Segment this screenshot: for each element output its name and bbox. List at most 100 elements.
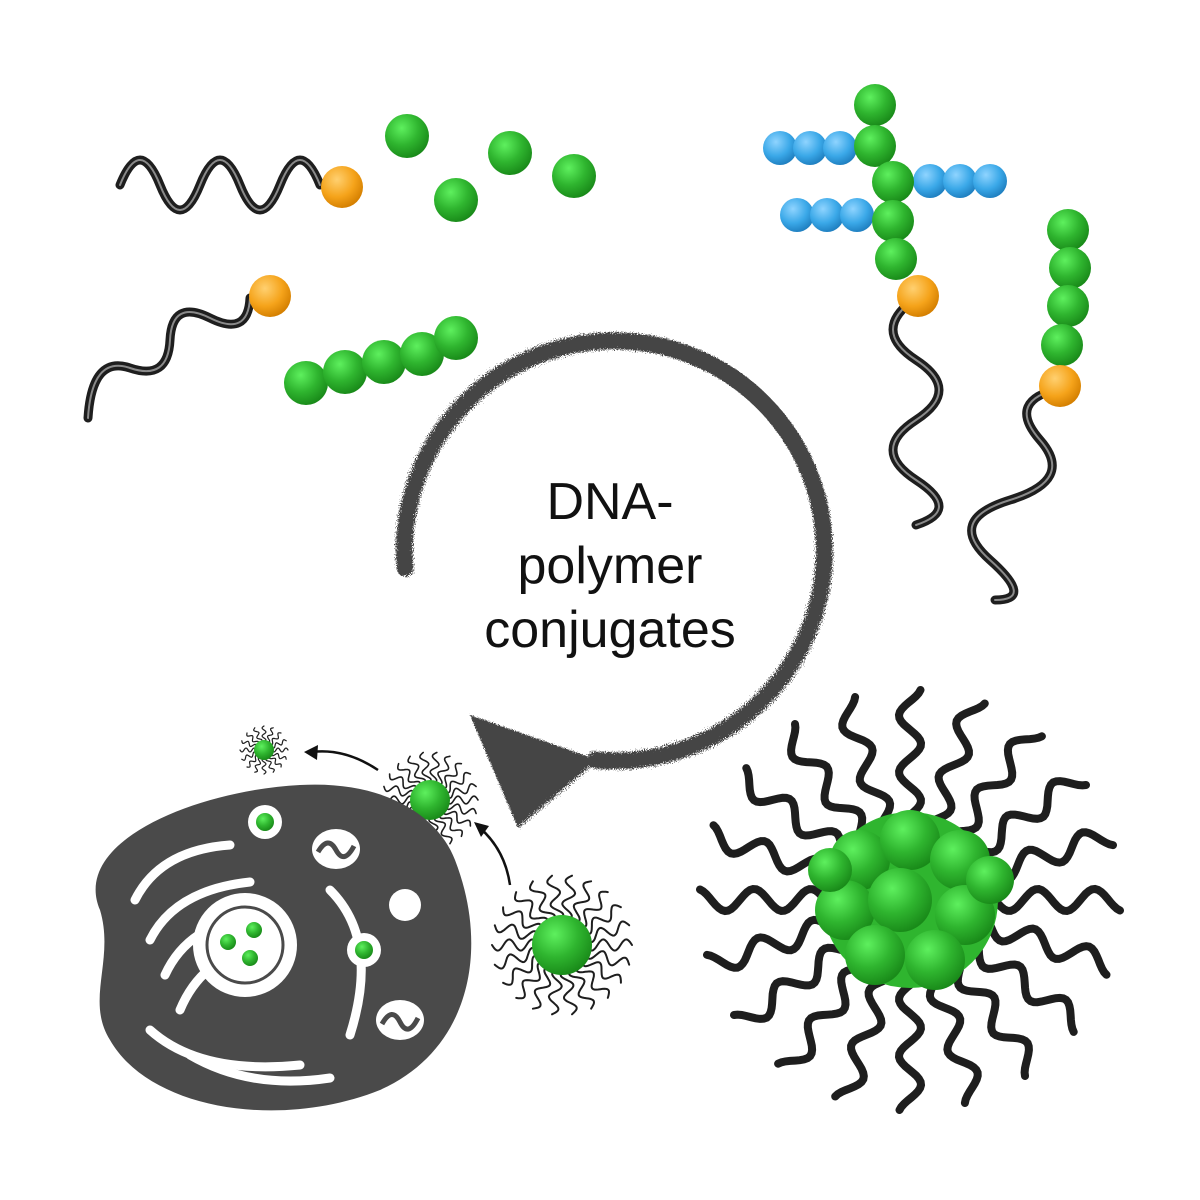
blue-side-chain-1 [763, 131, 857, 165]
cell-icon [95, 784, 472, 1111]
dna-strand-icon [491, 938, 539, 952]
dna-strand-icon [261, 725, 267, 743]
arrow-icon [311, 750, 379, 772]
dna-strand-icon [696, 884, 829, 916]
dna-strand-icon [442, 771, 472, 794]
green-sphere-icon [872, 200, 914, 242]
dna-strand-top-left [115, 155, 363, 215]
dna-strand-icon [584, 920, 631, 944]
dna-strand-icon [831, 976, 888, 1101]
dna-strand-icon [742, 764, 846, 854]
dna-strand-icon [271, 747, 289, 753]
dna-strand-icon [581, 957, 622, 984]
small-micelle-exiting [239, 725, 289, 775]
blue-sphere-icon [780, 198, 814, 232]
green-sphere-icon [385, 114, 429, 158]
green-sphere-icon [872, 161, 914, 203]
blue-side-chain-2 [913, 164, 1007, 198]
green-sphere-icon [854, 125, 896, 167]
arrow-head-icon [304, 745, 318, 760]
dna-strand-icon [956, 732, 1046, 836]
dna-strand-icon [439, 762, 463, 790]
dna-strand-icon [438, 811, 464, 838]
dna-strand-icon [567, 965, 596, 1010]
nuclear-micelles [220, 922, 262, 966]
green-sphere-icon [854, 84, 896, 126]
dna-strand-icon [241, 751, 258, 761]
blue-sphere-icon [943, 164, 977, 198]
orange-linker-icon [249, 275, 291, 317]
dna-strand-icon [268, 755, 282, 768]
small-micelle-entering [491, 874, 633, 1016]
dna-strand-icon [559, 967, 578, 1016]
blue-sphere-icon [763, 131, 797, 165]
dna-strand-icon [986, 922, 1111, 979]
green-sphere-icon [284, 361, 328, 405]
dna-strand-icon [787, 720, 867, 836]
green-sphere-icon [434, 178, 478, 222]
dna-strand-icon [953, 964, 1033, 1080]
green-sphere-icon [323, 350, 367, 394]
green-sphere-icon [1041, 324, 1083, 366]
blue-sphere-icon [840, 198, 874, 232]
free-monomers [385, 114, 596, 222]
dna-strand-icon [571, 880, 593, 925]
dna-strand-icon [253, 727, 263, 744]
blue-sphere-icon [810, 198, 844, 232]
center-title: DNA- polymer conjugates [440, 470, 780, 662]
dna-strand-icon [546, 874, 565, 923]
dna-strand-icon [502, 955, 543, 986]
dna-strand-icon [925, 976, 982, 1107]
green-sphere-icon [1049, 247, 1091, 289]
dna-strand-icon [442, 807, 472, 827]
dna-strand-icon [730, 943, 846, 1023]
dna-strand-icon [419, 751, 432, 785]
green-sphere-icon [362, 340, 406, 384]
dna-strand-icon [894, 981, 926, 1114]
dna-strand-icon [388, 773, 418, 793]
linear-dna-polymer-conjugate [967, 209, 1091, 605]
green-sphere-icon [434, 316, 478, 360]
mitochondrion-2 [376, 1000, 424, 1040]
dna-strand-icon [246, 754, 259, 768]
mitochondrion-1 [312, 829, 360, 869]
dna-strand-icon [991, 884, 1124, 916]
blue-sphere-icon [793, 131, 827, 165]
micelle-core [532, 915, 592, 975]
dna-strand-icon [703, 915, 834, 972]
dna-strand-icon [502, 906, 543, 933]
blue-sphere-icon [973, 164, 1007, 198]
dna-strand-icon [266, 727, 274, 744]
dna-strand-icon [561, 874, 577, 923]
blue-sphere-icon [913, 164, 947, 198]
dna-strand-icon [581, 904, 622, 935]
uptake-arrows [304, 745, 512, 886]
dna-strand-icon [493, 946, 540, 970]
dna-strand-icon [265, 756, 275, 773]
dna-strand-left [83, 275, 291, 423]
nucleolus [205, 905, 285, 985]
dna-strand-icon [493, 923, 540, 940]
dna-strand-icon [444, 803, 477, 815]
title-line-1: DNA- [546, 473, 674, 531]
blue-sphere-icon [823, 131, 857, 165]
orange-linker-icon [321, 166, 363, 208]
dna-strand-icon [838, 693, 895, 824]
vesicle [389, 889, 421, 921]
green-sphere-icon [552, 154, 596, 198]
dna-strand-icon [239, 747, 257, 753]
green-sphere-icon [488, 131, 532, 175]
dna-strand-icon [894, 686, 926, 819]
green-sphere-icon [400, 332, 444, 376]
dna-strand-icon [396, 762, 422, 789]
nucleus [193, 893, 297, 997]
green-sphere-icon [875, 238, 917, 280]
dna-strand-icon [270, 739, 287, 749]
dna-strand-icon [269, 732, 282, 746]
endosome-1 [248, 805, 282, 839]
dna-strand-icon [528, 880, 557, 925]
dna-strand-icon [547, 967, 563, 1016]
micelle-core [808, 810, 1014, 990]
dna-strand-icon [254, 756, 262, 773]
